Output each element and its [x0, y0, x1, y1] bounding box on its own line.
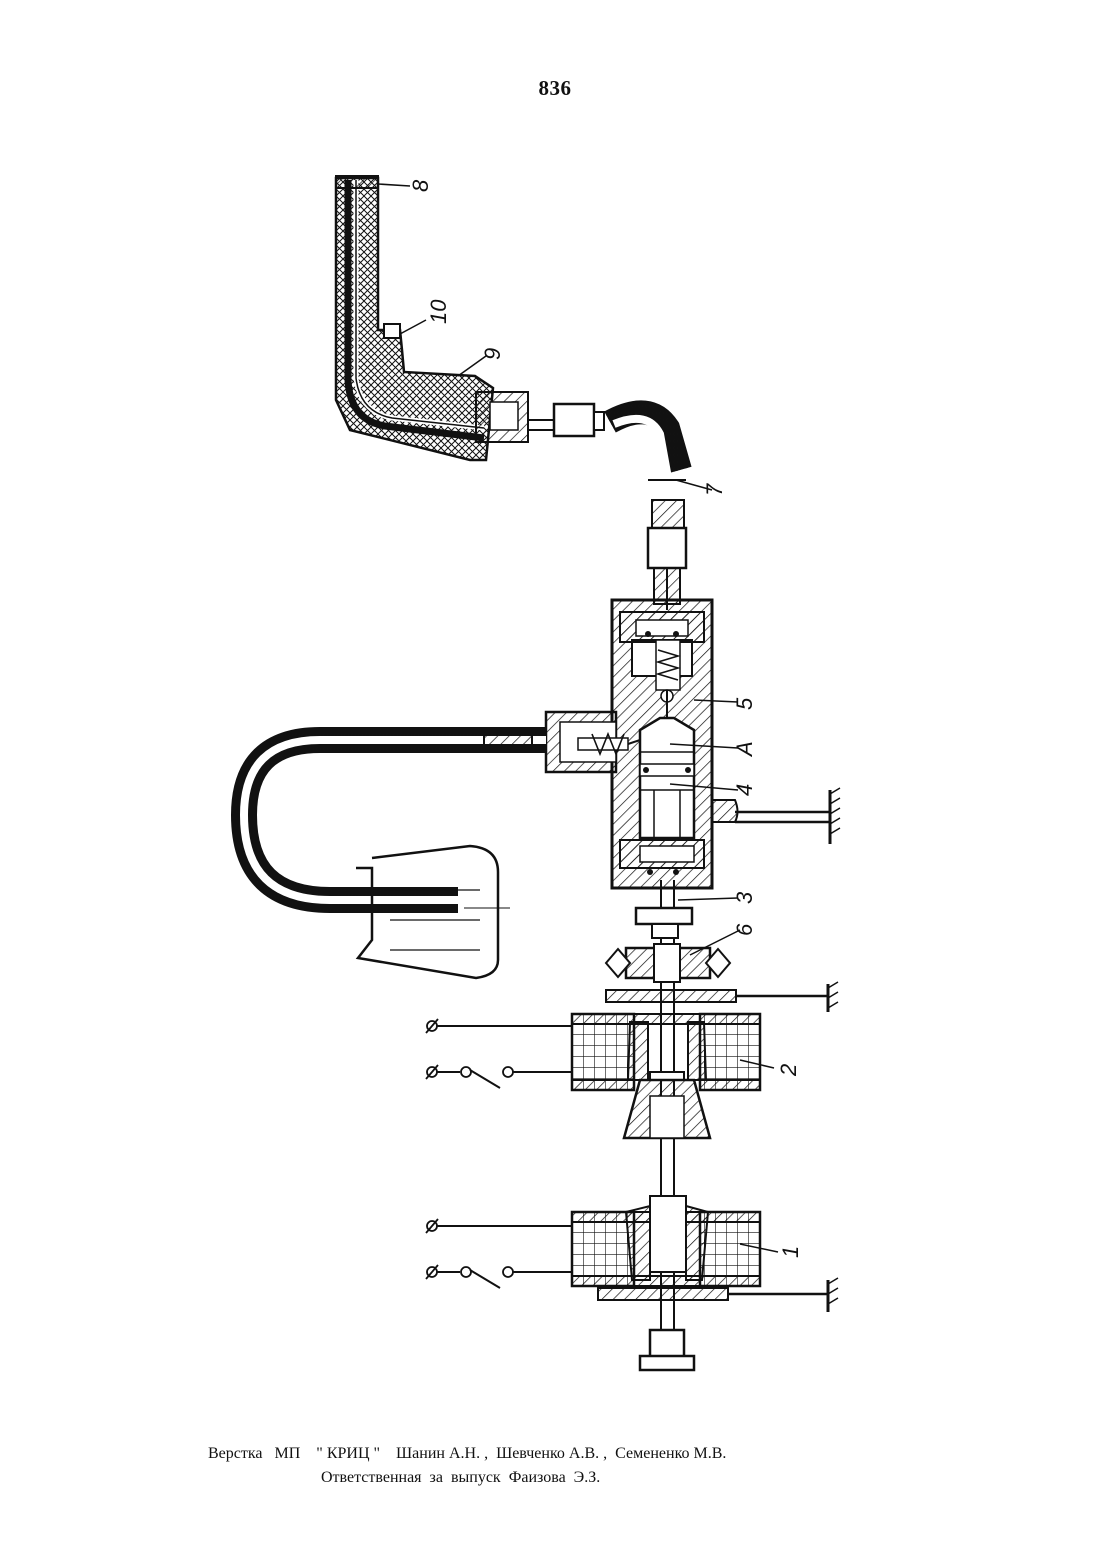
- label-A: A: [732, 741, 757, 758]
- footer-responsible: Ответственная за выпуск Фаизова Э.З.: [321, 1469, 600, 1487]
- label-7: 7: [702, 483, 727, 496]
- label-6: 6: [732, 923, 757, 936]
- coil-2: [572, 1014, 760, 1138]
- label-8: 8: [408, 179, 433, 192]
- label-2: 2: [776, 1064, 801, 1077]
- electrical-circuits: [426, 1019, 572, 1288]
- label-3: 3: [732, 891, 757, 904]
- label-1: 1: [778, 1246, 803, 1258]
- label-10: 10: [426, 299, 451, 324]
- label-9: 9: [480, 348, 505, 360]
- suction-hose-and-beaker: [244, 730, 546, 978]
- clamp-6: [606, 944, 838, 1012]
- handpiece: [336, 176, 604, 460]
- label-5: 5: [732, 697, 757, 710]
- pump-body: [546, 600, 840, 888]
- footer-credits: Верстка МП " КРИЦ " Шанин А.Н. , Шевченк…: [208, 1445, 726, 1463]
- label-4: 4: [732, 784, 757, 796]
- hose-7: [610, 412, 686, 610]
